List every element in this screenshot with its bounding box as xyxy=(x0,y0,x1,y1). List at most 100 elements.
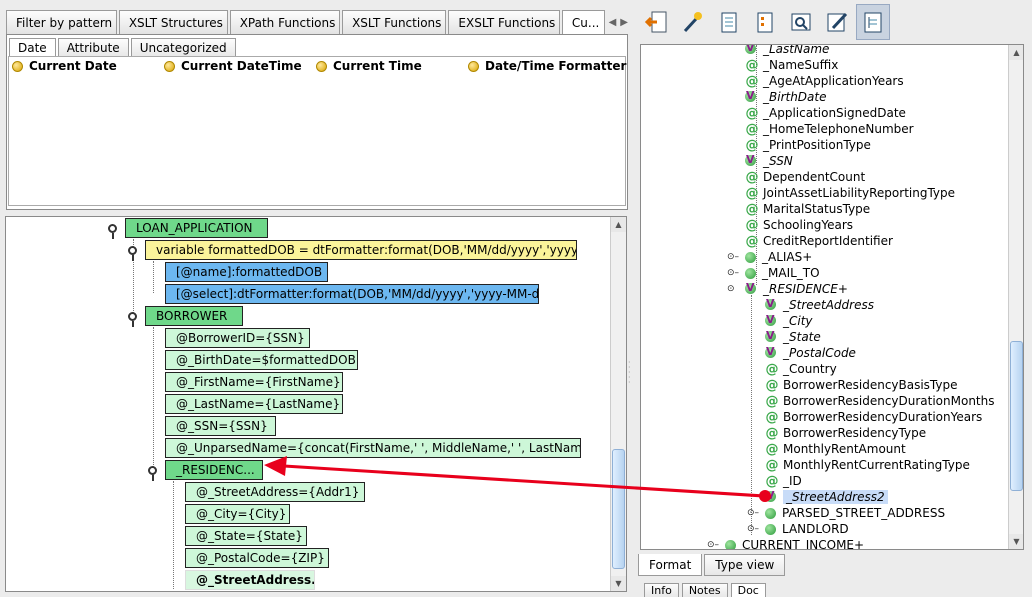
function-datetime-formatter[interactable]: Date/Time Formatter xyxy=(468,59,626,73)
node-var-select[interactable]: [@select]:dtFormatter:format(DOB,'MM/dd/… xyxy=(165,284,539,304)
schema-tree-row[interactable]: @BorrowerResidencyDurationYears xyxy=(765,409,983,425)
tab-info[interactable]: Info xyxy=(644,583,679,597)
schema-tree-row[interactable]: _StreetAddress xyxy=(765,297,874,313)
tab-scroll-left-icon[interactable]: ◀ xyxy=(608,16,617,28)
node-residence-attr[interactable]: @_StreetAddress={Addr1} xyxy=(185,482,365,502)
schema-tree-row[interactable]: @_NameSuffix xyxy=(745,57,839,73)
function-current-time[interactable]: Current Time xyxy=(316,59,468,73)
tab-xslt-structures[interactable]: XSLT Structures xyxy=(118,10,228,34)
node-borrower-attr[interactable]: @_BirthDate=$formattedDOB xyxy=(165,350,358,370)
schema-tree-row[interactable]: @DependentCount xyxy=(745,169,866,185)
subtab-uncategorized[interactable]: Uncategorized xyxy=(130,38,236,57)
node-residence-attr[interactable]: @_PostalCode={ZIP} xyxy=(185,548,329,568)
node-borrower-attr[interactable]: @BorrowerID={SSN} xyxy=(165,328,310,348)
node-borrower[interactable]: BORROWER xyxy=(145,306,243,326)
element-icon xyxy=(765,523,776,535)
node-borrower-attr[interactable]: @_LastName={LastName} xyxy=(165,394,343,414)
expand-toggle-icon[interactable]: ⊙– xyxy=(727,252,740,262)
toolbar-button-edit[interactable] xyxy=(820,4,854,40)
node-loan-application[interactable]: LOAN_APPLICATION xyxy=(125,218,268,238)
schema-tree-row[interactable]: @BorrowerResidencyDurationMonths xyxy=(765,393,995,409)
function-current-date[interactable]: Current Date xyxy=(12,59,164,73)
subtab-attribute[interactable]: Attribute xyxy=(57,38,129,57)
schema-tree-row[interactable]: ⊙–_ALIAS+ xyxy=(727,249,812,265)
node-residence-attr[interactable]: @_City={City} xyxy=(185,504,290,524)
schema-tree-row[interactable]: @_PrintPositionType xyxy=(745,137,871,153)
toolbar-button-preview[interactable] xyxy=(784,4,818,40)
schema-node-label: _Country xyxy=(783,362,837,376)
node-variable-formatted-dob[interactable]: variable formattedDOB = dtFormatter:form… xyxy=(145,240,577,260)
tab-filter-by-pattern[interactable]: Filter by pattern xyxy=(6,10,117,34)
schema-tree-row[interactable]: _StreetAddress2 xyxy=(765,489,888,505)
collapse-handle-icon[interactable] xyxy=(148,466,157,481)
expand-toggle-icon[interactable]: ⊙ xyxy=(727,284,735,294)
tab-exslt-functions[interactable]: EXSLT Functions xyxy=(448,10,560,34)
node-residence-new-attr[interactable]: @_StreetAddress... xyxy=(185,570,315,590)
schema-tree-row[interactable]: ⊙–PARSED_STREET_ADDRESS xyxy=(747,505,945,521)
tab-xpath-functions[interactable]: XPath Functions xyxy=(229,10,341,34)
toolbar-button-schema-view[interactable] xyxy=(856,4,890,40)
tab-notes[interactable]: Notes xyxy=(681,583,728,597)
node-borrower-attr[interactable]: @_SSN={SSN} xyxy=(165,416,276,436)
toolbar-button-wizard[interactable] xyxy=(676,4,710,40)
tab-format[interactable]: Format xyxy=(638,554,703,576)
node-borrower-attr[interactable]: @_UnparsedName={concat(FirstName,' ', Mi… xyxy=(165,438,581,458)
expand-toggle-icon[interactable]: ⊙– xyxy=(727,268,740,278)
function-current-datetime[interactable]: Current DateTime xyxy=(164,59,316,73)
schema-tree-row[interactable]: ⊙–CURRENT_INCOME+ xyxy=(707,537,864,550)
schema-tree-row[interactable]: @MonthlyRentCurrentRatingType xyxy=(765,457,970,473)
schema-tree-row[interactable]: @_AgeAtApplicationYears xyxy=(745,73,904,89)
schema-tree-row[interactable]: @MonthlyRentAmount xyxy=(765,441,906,457)
schema-tree-row[interactable]: _SSN xyxy=(745,153,793,169)
collapse-handle-icon[interactable] xyxy=(128,312,137,327)
tab-type-view[interactable]: Type view xyxy=(704,554,786,576)
tab-xslt-functions[interactable]: XSLT Functions xyxy=(342,10,447,34)
schema-tree-row[interactable]: @_Country xyxy=(765,361,837,377)
schema-tree-row[interactable]: @_ApplicationSignedDate xyxy=(745,105,906,121)
splitter-grip[interactable]: ····· xyxy=(628,358,631,387)
tab-custom[interactable]: Cu... xyxy=(561,10,605,34)
node-residence-attr[interactable]: @_State={State} xyxy=(185,526,307,546)
scroll-thumb[interactable] xyxy=(612,449,625,569)
schema-tree-row[interactable]: _LastName xyxy=(745,45,829,57)
collapse-handle-icon[interactable] xyxy=(128,246,137,261)
node-borrower-attr[interactable]: @_FirstName={FirstName} xyxy=(165,372,343,392)
schema-tree-row[interactable]: ⊙_RESIDENCE+ xyxy=(727,281,848,297)
scroll-up-icon[interactable]: ▲ xyxy=(611,217,626,232)
schema-tree-row[interactable]: ⊙–LANDLORD xyxy=(747,521,849,537)
schema-tree-row[interactable]: @MaritalStatusType xyxy=(745,201,871,217)
schema-tree-row[interactable]: @BorrowerResidencyBasisType xyxy=(765,377,958,393)
schema-tree-row[interactable]: _City xyxy=(765,313,813,329)
collapse-handle-icon[interactable] xyxy=(108,224,117,239)
node-residence[interactable]: _RESIDENC... xyxy=(165,460,263,480)
schema-tree-row[interactable]: @BorrowerResidencyType xyxy=(765,425,927,441)
schema-node-label: _State xyxy=(783,330,821,344)
expand-toggle-icon[interactable]: ⊙– xyxy=(747,508,760,518)
schema-tree-row[interactable]: @_HomeTelephoneNumber xyxy=(745,121,914,137)
scroll-up-icon[interactable]: ▲ xyxy=(1009,45,1023,60)
toolbar-button-notepad[interactable] xyxy=(712,4,746,40)
node-var-name[interactable]: [@name]:formattedDOB xyxy=(165,262,328,282)
toolbar-button-import[interactable] xyxy=(640,4,674,40)
schema-tree-row[interactable]: @_ID xyxy=(765,473,802,489)
scroll-down-icon[interactable]: ▼ xyxy=(611,576,626,591)
schema-tree-row[interactable]: @JointAssetLiabilityReportingType xyxy=(745,185,956,201)
mapping-vertical-scrollbar[interactable]: ▲ ▼ xyxy=(610,217,626,591)
schema-tree-row[interactable]: @CreditReportIdentifier xyxy=(745,233,893,249)
scroll-down-icon[interactable]: ▼ xyxy=(1009,534,1023,549)
schema-tree-row[interactable]: @SchoolingYears xyxy=(745,217,854,233)
toolbar-button-list[interactable] xyxy=(748,4,782,40)
schema-vertical-scrollbar[interactable]: ▲ ▼ xyxy=(1008,45,1023,549)
expand-toggle-icon[interactable]: ⊙– xyxy=(707,540,720,550)
validated-element-icon xyxy=(765,313,777,327)
tab-doc[interactable]: Doc xyxy=(730,583,766,597)
schema-tree-row[interactable]: ⊙– _MAIL_TO xyxy=(727,265,820,281)
schema-tree-row[interactable]: _State xyxy=(765,329,821,345)
expand-toggle-icon[interactable]: ⊙– xyxy=(747,524,760,534)
scroll-thumb[interactable] xyxy=(1010,341,1023,491)
schema-tree-row[interactable]: _BirthDate xyxy=(745,89,827,105)
schema-node-label: _MAIL_TO xyxy=(762,266,820,280)
schema-tree-row[interactable]: _PostalCode xyxy=(765,345,856,361)
tab-scroll-right-icon[interactable]: ▶ xyxy=(620,16,628,28)
subtab-date[interactable]: Date xyxy=(9,38,56,57)
